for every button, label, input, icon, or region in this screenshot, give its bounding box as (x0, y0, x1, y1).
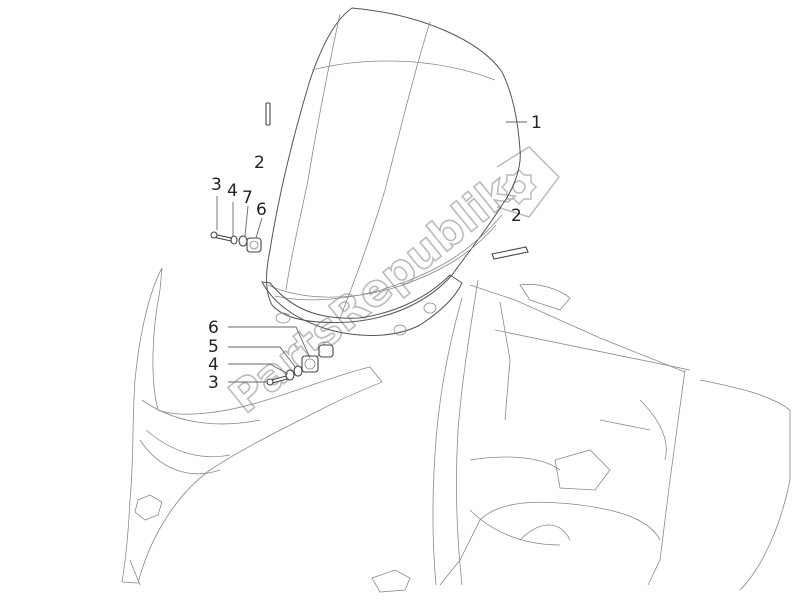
callout-3-lower: 3 (208, 373, 219, 393)
callout-labels: 1 2 2 3 4 7 6 6 5 4 3 (208, 113, 542, 393)
callout-1: 1 (531, 113, 542, 133)
lower-hardware (266, 344, 334, 386)
callout-6-lower: 6 (208, 318, 219, 338)
pin-part-top (265, 102, 271, 126)
callout-6-upper: 6 (256, 200, 267, 220)
callout-3-upper: 3 (211, 175, 222, 195)
callout-7: 7 (242, 188, 253, 208)
callout-4-upper: 4 (227, 181, 238, 201)
frame-inner-shield (371, 279, 791, 593)
front-shield-panel (121, 267, 383, 586)
callout-4-lower: 4 (208, 355, 219, 375)
upper-hardware (210, 231, 262, 253)
callout-2-right: 2 (511, 206, 522, 226)
callout-2-top: 2 (254, 153, 265, 173)
callout-5: 5 (208, 337, 219, 357)
strip-part-right (491, 246, 529, 260)
leader-lines (216, 121, 527, 383)
windshield-part (261, 7, 521, 353)
